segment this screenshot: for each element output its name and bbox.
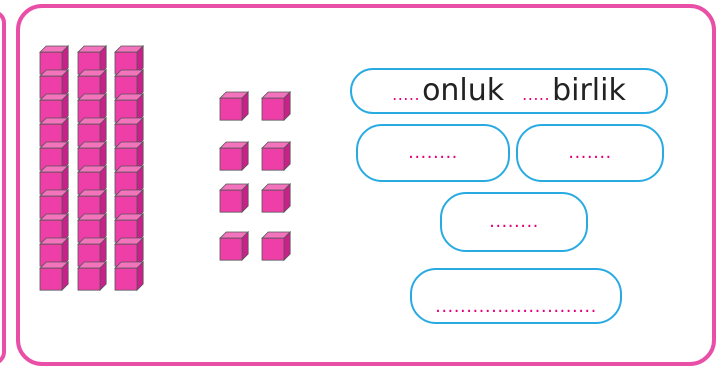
ones-blank[interactable]: ..... <box>522 87 550 103</box>
blank-right[interactable]: ....... <box>568 144 612 162</box>
unit-cube <box>262 142 290 170</box>
rod-cube <box>115 262 143 290</box>
unit-cube <box>262 92 290 120</box>
unit-cube <box>220 232 248 260</box>
unit-cube <box>262 232 290 260</box>
blank-pill-bottom: .......................... <box>410 268 622 324</box>
blank-pill-right: ....... <box>516 124 664 182</box>
unit-cubes <box>220 92 290 260</box>
rod-cube <box>78 262 106 290</box>
place-value-answer-pill: ..... onluk ..... birlik <box>350 68 668 114</box>
blank-middle[interactable]: ........ <box>489 213 539 231</box>
blank-left[interactable]: ........ <box>408 144 458 162</box>
blank-pill-middle: ........ <box>440 192 588 252</box>
rod-cube <box>40 262 68 290</box>
unit-cube <box>220 142 248 170</box>
tens-word: onluk <box>422 76 504 106</box>
tens-blank[interactable]: ..... <box>392 87 420 103</box>
unit-cube <box>220 184 248 212</box>
unit-cube <box>262 184 290 212</box>
unit-cube <box>220 92 248 120</box>
ones-word: birlik <box>552 76 626 106</box>
blank-bottom[interactable]: .......................... <box>435 298 597 316</box>
place-value-answer-text: ..... onluk ..... birlik <box>392 76 626 106</box>
ten-rods <box>40 46 143 290</box>
blank-pill-left: ........ <box>356 124 510 182</box>
